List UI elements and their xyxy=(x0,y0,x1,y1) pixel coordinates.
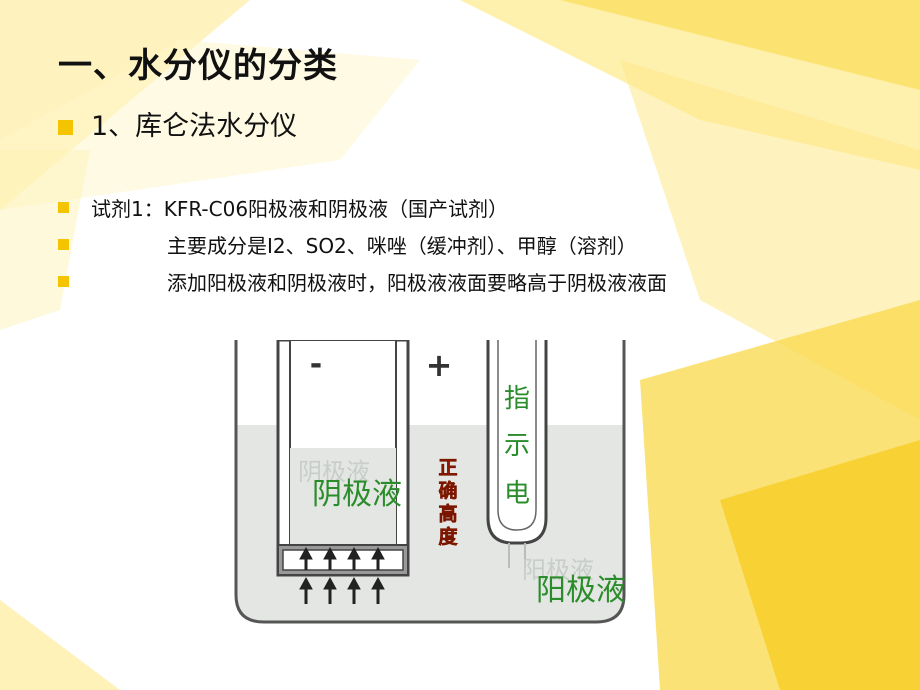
electrolysis-cell-diagram: - + 阴极液 阴极液 正 确 高 度 指 示 电 阳极液 阳极液 xyxy=(226,340,634,632)
bullet-item: 主要成分是I2、SO2、咪唑（缓冲剂）、甲醇（溶剂） xyxy=(58,230,637,259)
correct-height-char: 度 xyxy=(438,525,458,548)
anode-ghost-label: 阳极液 xyxy=(522,556,594,584)
electrode-label-char: 示 xyxy=(504,431,530,461)
bullet-item: 添加阳极液和阴极液时，阳极液液面要略高于阴极液液面 xyxy=(58,267,667,296)
bullet-text: 主要成分是I2、SO2、咪唑（缓冲剂）、甲醇（溶剂） xyxy=(167,234,637,258)
up-arrow-icon xyxy=(371,576,385,590)
subtitle-bullet: 1、库仑法水分仪 xyxy=(58,104,297,143)
cathode-liquid-label: 阴极液 xyxy=(312,477,402,512)
bullet-square-icon xyxy=(58,239,69,250)
up-arrow-icon xyxy=(371,546,385,560)
up-arrow-icon xyxy=(347,576,361,590)
up-arrow-icon xyxy=(299,576,313,590)
bullet-square-icon xyxy=(58,202,69,213)
bullet-item: 试剂1：KFR-C06阳极液和阴极液（国产试剂） xyxy=(58,193,508,222)
electrode-label-char: 指 xyxy=(504,384,530,414)
up-arrow-icon xyxy=(347,546,361,560)
cathode-ghost-label: 阴极液 xyxy=(298,458,370,486)
anode-liquid-label: 阳极液 xyxy=(536,573,626,608)
bullet-text: 添加阳极液和阴极液时，阳极液液面要略高于阴极液液面 xyxy=(167,271,667,295)
page-title: 一、水分仪的分类 xyxy=(58,46,338,86)
up-arrow-icon xyxy=(323,546,337,560)
correct-height-char: 正 xyxy=(438,457,457,479)
subtitle-text: 1、库仑法水分仪 xyxy=(91,111,298,142)
bullet-square-icon xyxy=(58,120,73,135)
correct-height-char: 确 xyxy=(438,479,457,502)
plus-sign: + xyxy=(426,346,453,384)
up-arrow-icon xyxy=(299,546,313,560)
upward-arrows xyxy=(299,546,385,604)
correct-height-char: 高 xyxy=(438,502,457,525)
up-arrow-icon xyxy=(323,576,337,590)
electrode-label-char: 电 xyxy=(504,479,530,509)
bullet-square-icon xyxy=(58,276,69,287)
bullet-text: 试剂1：KFR-C06阳极液和阴极液（国产试剂） xyxy=(91,197,509,221)
minus-sign: - xyxy=(310,347,322,382)
